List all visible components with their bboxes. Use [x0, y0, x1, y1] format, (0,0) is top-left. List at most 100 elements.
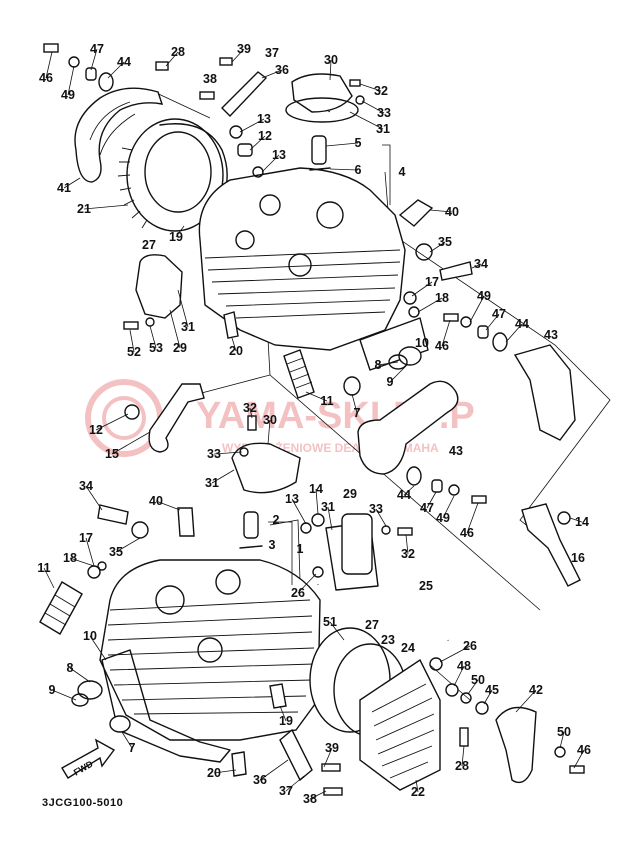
callout-9: 9 [49, 683, 56, 697]
callout-49: 49 [477, 289, 491, 303]
cover-29-lower [341, 513, 373, 575]
clip-3-lower [239, 545, 263, 549]
callout-32: 32 [243, 401, 257, 415]
leader-line-18 [69, 557, 101, 569]
callout-3: 3 [269, 538, 276, 552]
callout-13: 13 [285, 492, 299, 506]
leader-line-28 [165, 51, 179, 67]
damper-44-mid [492, 332, 508, 352]
washer-35-upper [415, 243, 433, 261]
leader-line-8 [377, 361, 399, 366]
leader-line-47 [485, 313, 500, 331]
bolt-38-upper [199, 91, 215, 100]
bolt-32-upper [349, 79, 361, 87]
leader-lines [43, 48, 585, 800]
washer-50-right [554, 746, 566, 758]
callout-34: 34 [79, 479, 93, 493]
group-bracket-lower [268, 521, 293, 585]
leader-line-51 [329, 621, 345, 641]
leader-line-32 [249, 407, 253, 419]
callout-28: 28 [455, 759, 469, 773]
leader-line-19 [175, 225, 185, 238]
bolt-46-right [569, 765, 585, 774]
bolt-39-upper [219, 57, 233, 66]
o-ring-13-upper-b [252, 166, 264, 178]
forward-arrow-shape [61, 738, 116, 779]
leader-line-34 [471, 263, 482, 269]
spring-11-lower [39, 581, 83, 635]
leader-line-47 [426, 491, 437, 509]
callout-33: 33 [369, 502, 383, 516]
callout-51: 51 [323, 615, 337, 629]
callout-36: 36 [275, 63, 289, 77]
leader-line-31 [327, 506, 333, 531]
bolt-46-upper [43, 43, 59, 53]
leader-line-21 [83, 204, 129, 210]
gasket-10-lower [101, 649, 231, 763]
callout-28: 28 [171, 45, 185, 59]
callout-46: 46 [435, 339, 449, 353]
washer-53-upper [145, 317, 155, 327]
callout-19: 19 [279, 714, 293, 728]
callout-39: 39 [237, 42, 251, 56]
nut-17-upper [403, 291, 417, 305]
callout-30: 30 [324, 53, 338, 67]
rear-cylinder-head [198, 167, 406, 351]
o-ring-26-mid [312, 566, 324, 578]
callout-6: 6 [355, 163, 362, 177]
upper-cylinder-assembly [43, 43, 611, 611]
leader-line-42 [515, 689, 537, 713]
assembly-line-upper-6 [384, 171, 389, 211]
leader-line-33 [361, 100, 385, 114]
callout-42: 42 [529, 683, 543, 697]
bracket-43-upper [513, 344, 576, 441]
callout-39: 39 [325, 741, 339, 755]
leader-line-28 [461, 745, 465, 767]
callout-33: 33 [207, 447, 221, 461]
exhaust-bracket-43-lower [357, 380, 459, 475]
front-head-port-1 [155, 585, 185, 615]
leader-line-46 [466, 502, 479, 534]
washer-18-upper [408, 306, 420, 318]
callout-44: 44 [117, 55, 131, 69]
callout-45: 45 [485, 683, 499, 697]
leader-line-17 [85, 537, 95, 567]
callout-5: 5 [355, 136, 362, 150]
stud-20-lower [231, 751, 247, 777]
callout-10: 10 [415, 336, 429, 350]
rocker-cover-41 [74, 87, 164, 183]
leader-line-44 [403, 485, 415, 496]
watermark-logo-core [102, 396, 146, 440]
callout-20: 20 [229, 344, 243, 358]
callout-31: 31 [181, 320, 195, 334]
leader-line-19 [279, 705, 287, 722]
washer-35-lower [131, 521, 149, 539]
bolt-32-mid [247, 415, 257, 431]
spark-plug-40-lower [177, 507, 195, 537]
leader-line-40 [429, 209, 453, 213]
leader-line-46 [441, 319, 451, 347]
callout-7: 7 [129, 741, 136, 755]
callout-52: 52 [127, 345, 141, 359]
spring-11-lower-coils [44, 594, 76, 626]
leader-line-50 [559, 731, 565, 749]
callout-43: 43 [544, 328, 558, 342]
damper-44-upper [98, 72, 114, 92]
front-cylinder-head-outline [99, 559, 321, 741]
leader-line-10 [89, 635, 107, 661]
gasket-10-upper [359, 317, 429, 371]
callout-48: 48 [457, 659, 471, 673]
callout-15: 15 [105, 447, 119, 461]
callout-27: 27 [142, 238, 156, 252]
callout-4: 4 [399, 165, 406, 179]
leader-line-13 [291, 498, 307, 525]
leader-line-17 [411, 281, 433, 297]
seal-9-lower [71, 693, 89, 707]
leader-line-14 [315, 488, 319, 515]
callout-26: 26 [291, 586, 305, 600]
leader-line-40 [155, 500, 181, 511]
assembly-line-upper-4 [379, 225, 611, 549]
callout-44: 44 [515, 317, 529, 331]
cap-30-mid [231, 442, 301, 494]
